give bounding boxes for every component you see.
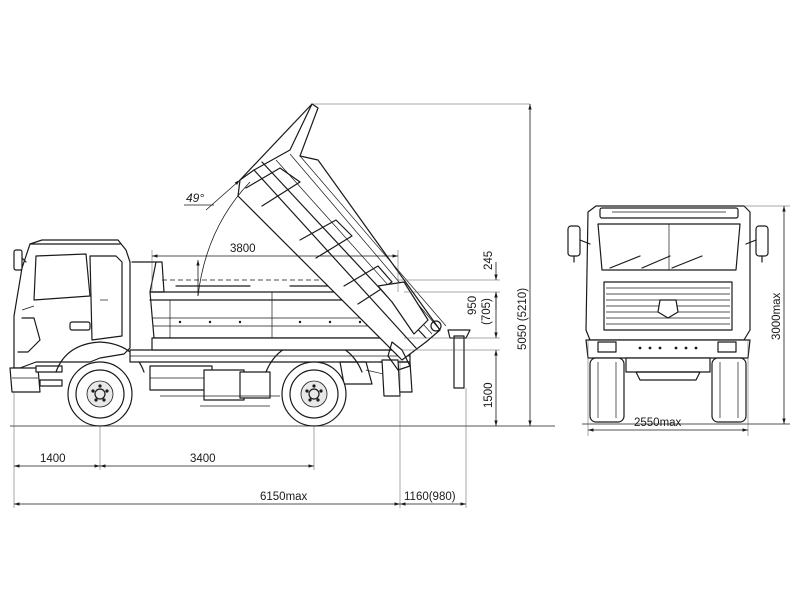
tip-angle-label: 49° [186,191,204,205]
side-mirror [13,249,23,271]
right-front-tire [711,357,747,423]
cab-window [33,253,91,301]
dim-overall-width: 2550max [634,417,682,429]
left-headlight [597,341,617,353]
front-bumper [9,367,41,393]
dim-overall-length: 6150max [260,491,308,503]
right-mirror [755,225,769,257]
dim-front-overhang: 1400 [40,453,66,465]
cab [9,239,145,393]
dim-side-height-alt: (705) [481,298,493,325]
side-view: 49° 3800 245 950 (705) 1 [9,103,555,508]
windshield [597,223,741,271]
dim-frame-height: 1500 [483,382,495,408]
chassis [129,349,413,407]
cab-step [35,365,63,373]
left-front-tire [589,357,625,423]
dim-rear-height: 245 [483,251,495,270]
tailgate [377,281,429,335]
front-wheel [67,361,133,427]
roof-visor [599,207,739,219]
front-view: 3000max 2550max [567,205,790,436]
cab-door [89,255,123,341]
dump-body-tipped [237,103,447,371]
dim-body-length: 3800 [230,243,256,255]
dim-cab-height: 3000max [771,292,783,340]
battery-box [203,369,245,401]
dim-rear-overhang: 1160(980) [404,491,456,503]
rear-wheel [265,339,363,427]
tip-angle-indicator: 49° [184,179,251,297]
dim-wheelbase: 3400 [190,453,216,465]
side-dimensions: 3800 245 950 (705) 1500 5050 (5210) [13,103,532,508]
dim-tipped-height: 5050 (5210) [517,288,529,350]
grille-emblem [657,299,679,319]
right-headlight [717,341,737,353]
front-axle [625,357,711,373]
rear-latch [453,335,465,389]
mud-flap [381,359,401,397]
dim-side-height: 950 [467,296,479,315]
cab-emblem [69,321,91,331]
left-mirror [567,225,581,257]
